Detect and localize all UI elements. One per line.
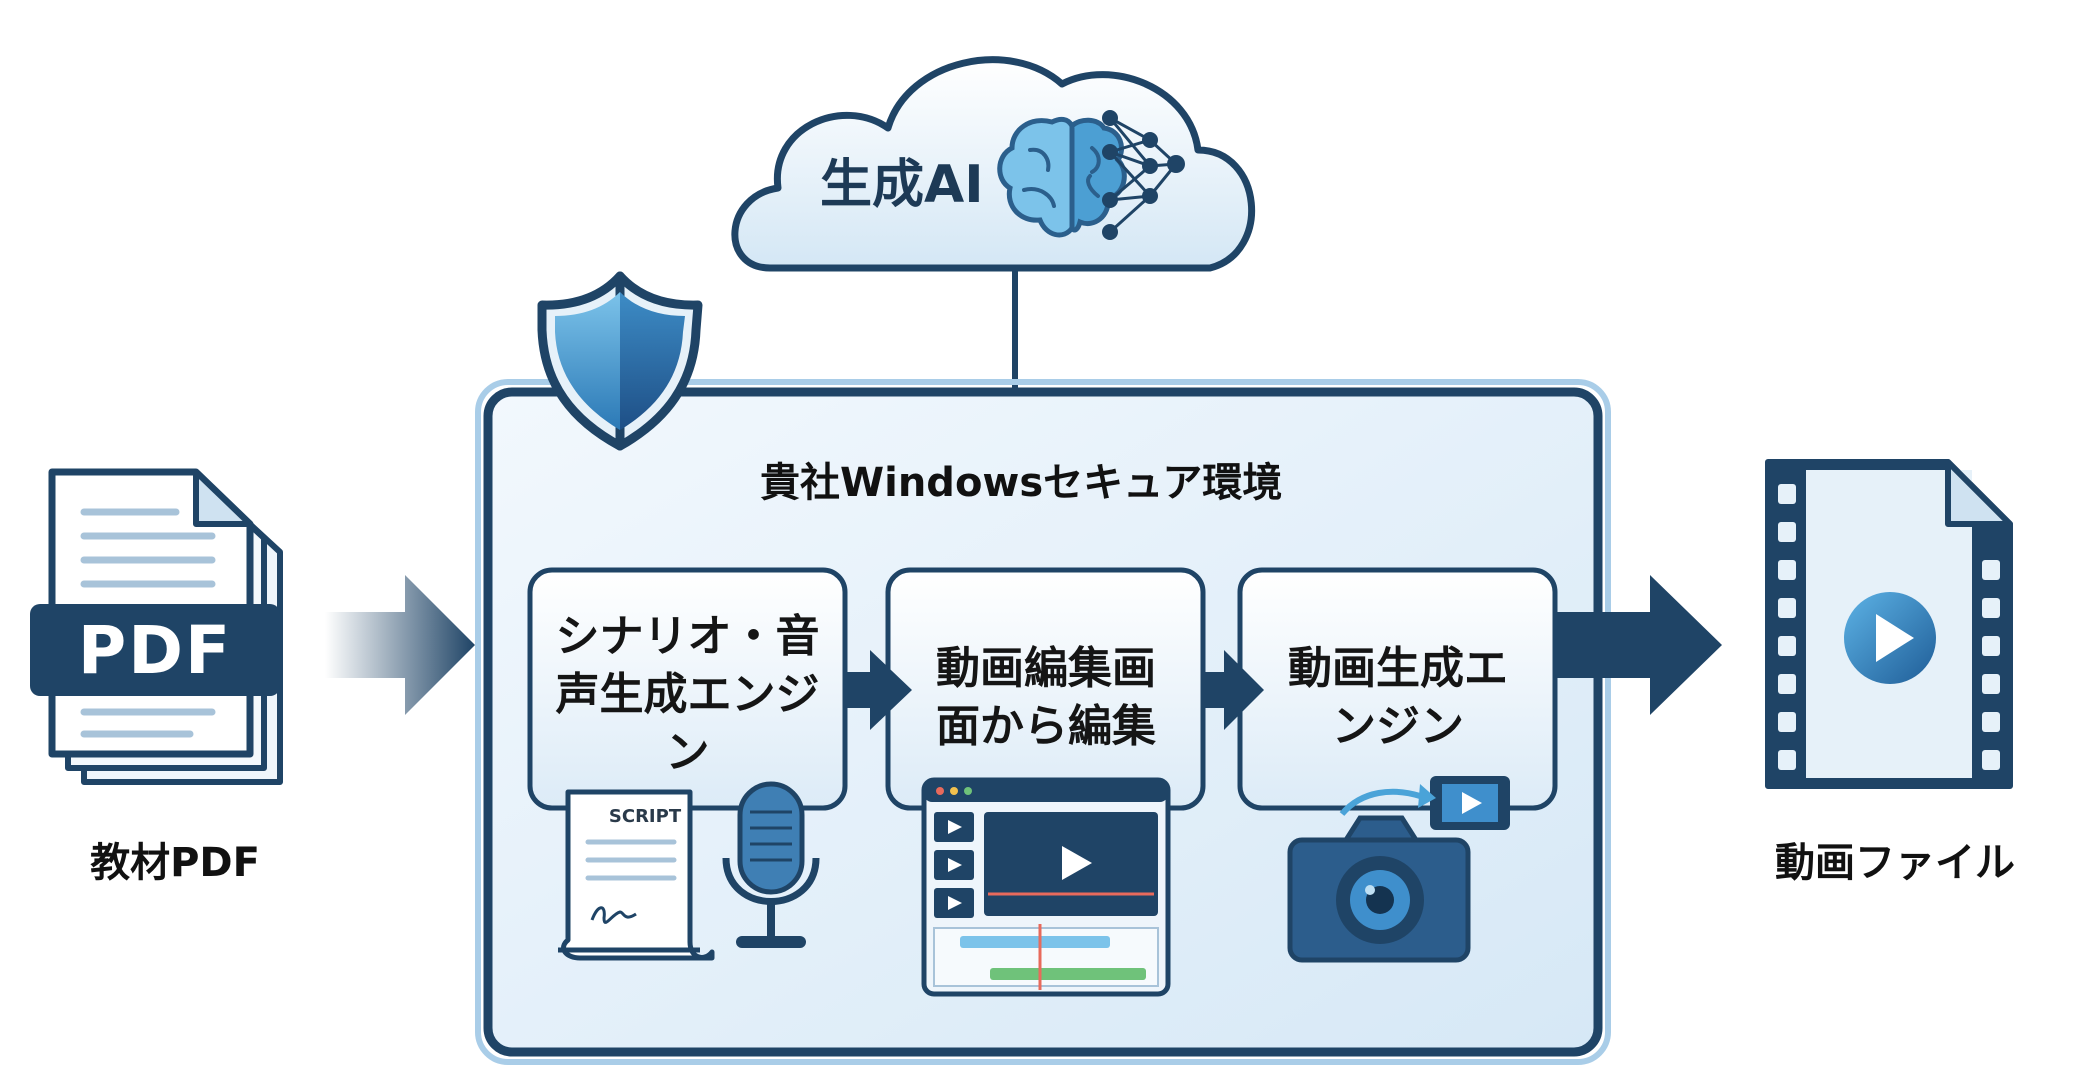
step-title-scenario: シナリオ・音声生成エンジン (555, 611, 820, 778)
shield-icon (537, 271, 703, 451)
step-title-editor: 動画編集画面から編集 (936, 643, 1156, 752)
pdf-document-icon (30, 468, 283, 785)
output-label: 動画ファイル (1775, 840, 2015, 886)
small-video-clip-icon (1430, 776, 1510, 830)
arrow-step2-to-step3 (1203, 650, 1264, 730)
transfer-arrow (1339, 788, 1421, 817)
script-document-icon (558, 789, 715, 961)
cloud-label: 生成AI (820, 155, 984, 215)
neural-network-icon (1102, 110, 1185, 240)
step-title-video-engine: 動画生成エンジン (1288, 643, 1508, 752)
cloud-icon (731, 56, 1256, 272)
pdf-badge (30, 604, 280, 696)
script-label: SCRIPT (608, 806, 682, 827)
input-arrow (325, 575, 475, 715)
camera-icon (1287, 815, 1471, 963)
video-file-icon (1765, 459, 2013, 789)
arrow-step1-to-step2 (845, 650, 912, 730)
output-arrow (1555, 575, 1722, 715)
input-label: 教材PDF (90, 840, 260, 886)
environment-title: 貴社Windowsセキュア環境 (760, 460, 1283, 506)
video-editor-icon (921, 777, 1171, 997)
pdf-badge-text: PDF (77, 612, 233, 689)
microphone-icon (722, 781, 820, 948)
